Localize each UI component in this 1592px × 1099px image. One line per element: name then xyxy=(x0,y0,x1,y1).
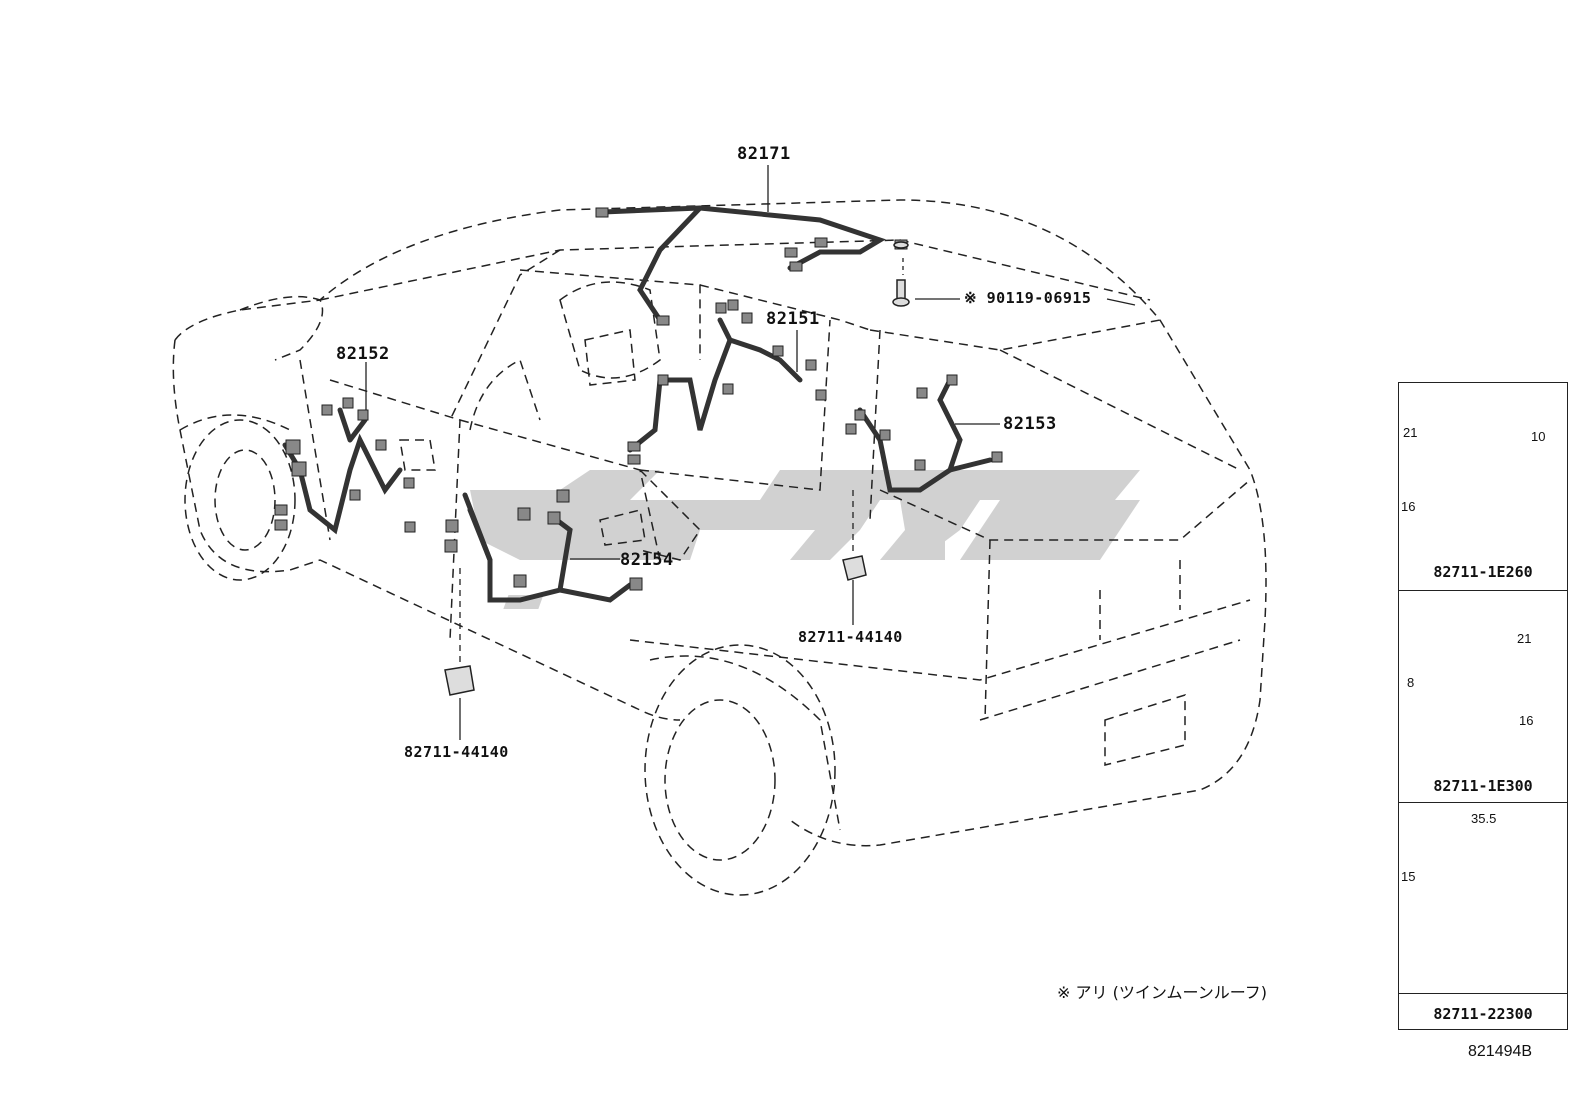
clip-2-height-dim: 21 xyxy=(1517,631,1532,646)
clip-3-length-dim: 35.5 xyxy=(1471,811,1497,826)
callout-screw-part: ※ 90119-06915 xyxy=(964,289,1092,307)
clip-1-body-dim: 16 xyxy=(1401,499,1416,514)
clip-cell-3: 35.5 15 82711-22300 xyxy=(1399,803,1567,1031)
clip-2-stem-dim: 8 xyxy=(1407,675,1415,690)
connectors xyxy=(274,207,1003,591)
clip-1-part-number: 82711-1E260 xyxy=(1433,563,1533,581)
clip-parts-in-car xyxy=(444,241,910,696)
clip-1-height-dim: 21 xyxy=(1403,425,1418,440)
clip-cell-1: 21 10 16 82711-1E260 xyxy=(1399,383,1567,591)
clip-3-height-dim: 15 xyxy=(1401,869,1416,884)
clip-3-part-number: 82711-22300 xyxy=(1433,1005,1533,1023)
wiring-harnesses xyxy=(282,205,993,603)
callout-front-left-harness: 82152 xyxy=(336,344,390,364)
clip-cell-2: 21 8 16 82711-1E300 xyxy=(1399,591,1567,803)
callout-center-harness: 82151 xyxy=(766,309,820,329)
leader-lines xyxy=(365,165,1136,740)
clip-2-body-dim: 16 xyxy=(1519,713,1534,728)
clip-2-part-number: 82711-1E300 xyxy=(1433,777,1533,795)
callout-clip-left: 82711-44140 xyxy=(404,743,509,761)
figure-id: 821494B xyxy=(1468,1043,1533,1060)
watermark xyxy=(470,470,1140,609)
callout-rear-right-harness: 82153 xyxy=(1003,414,1057,434)
clip-reference-panel: 21 10 16 82711-1E260 21 8 16 82711-1E300… xyxy=(1398,382,1568,1030)
callout-clip-right: 82711-44140 xyxy=(798,628,903,646)
car-body-outline xyxy=(172,199,1267,847)
wheels xyxy=(179,414,841,896)
clip-1-head-dim: 10 xyxy=(1531,429,1546,444)
footnote: ※ アリ (ツインムーンルーフ) xyxy=(1057,983,1267,1002)
callout-rear-left-harness: 82154 xyxy=(620,550,674,570)
clip-3-divider xyxy=(1399,993,1567,994)
callout-roof-harness: 82171 xyxy=(737,144,791,164)
